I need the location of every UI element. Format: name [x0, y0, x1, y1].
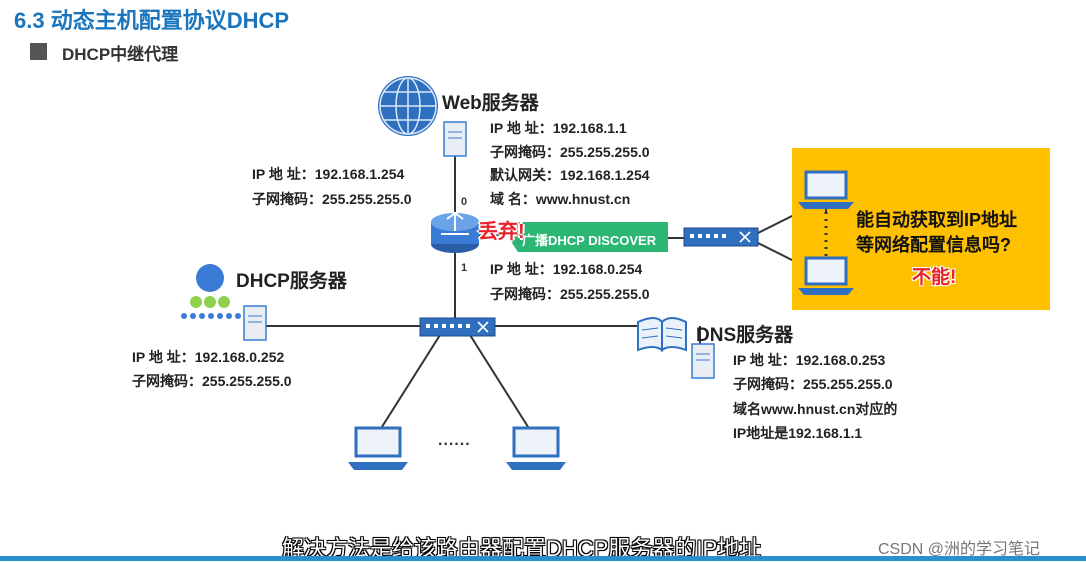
- dns-record-line2: IP地址是192.168.1.1: [733, 425, 863, 441]
- bottom-bar: [0, 556, 1086, 561]
- dhcp-server-mask: 子网掩码：255.255.255.0: [132, 373, 292, 389]
- question-line-1: 能自动获取到IP地址: [856, 210, 1018, 230]
- link-switch-pc2: [469, 334, 531, 431]
- router-if0-mask: 子网掩码：255.255.255.0: [252, 191, 412, 207]
- router-port-0: 0: [461, 196, 468, 208]
- laptop-icon: [348, 426, 408, 470]
- web-server-icon: [443, 121, 467, 157]
- web-server-name: Web服务器: [442, 93, 539, 114]
- dns-server-ip: IP 地 址：192.168.0.253: [733, 352, 886, 368]
- globe-icon: [378, 76, 438, 136]
- web-server-mask: 子网掩码：255.255.255.0: [490, 144, 650, 160]
- laptop-icon: [798, 170, 854, 209]
- dns-server-icon: [691, 343, 715, 379]
- page-title: 6.3 动态主机配置协议DHCP: [14, 8, 290, 33]
- router-if1-ip: IP 地 址：192.168.0.254: [490, 261, 643, 277]
- broadcast-label: 广播DHCP DISCOVER: [522, 233, 657, 248]
- laptop-icon: [798, 256, 854, 295]
- dns-server-name: DNS服务器: [696, 325, 794, 346]
- router-if0-ip: IP 地 址：192.168.1.254: [252, 166, 405, 182]
- laptop-icon: [506, 426, 566, 470]
- broadcast-arrow-icon: [508, 222, 668, 252]
- dns-book-icon: [637, 317, 687, 352]
- web-server-domain: 域 名：www.hnust.cn: [490, 191, 631, 207]
- router-port-1: 1: [461, 262, 468, 274]
- web-server-ip: IP 地 址：192.168.1.1: [490, 120, 627, 136]
- remote-switch-icon: [683, 227, 759, 247]
- square-bullet-icon: [30, 43, 47, 60]
- router-if1-mask: 子网掩码：255.255.255.0: [490, 286, 650, 302]
- dhcp-server-name: DHCP服务器: [236, 271, 347, 292]
- dhcp-server-ip: IP 地 址：192.168.0.252: [132, 349, 285, 365]
- watermark: CSDN @洲的学习笔记: [878, 541, 1041, 558]
- answer-label: 不能!: [912, 267, 957, 288]
- question-line-2: 等网络配置信息吗?: [856, 235, 1011, 255]
- router-icon: [431, 211, 479, 253]
- dns-record-line1: 域名www.hnust.cn对应的: [733, 401, 898, 417]
- web-server-gateway: 默认网关：192.168.1.254: [490, 167, 650, 183]
- central-switch-icon: [419, 317, 496, 337]
- section-title: DHCP中继代理: [62, 45, 179, 64]
- link-switch-pc1: [379, 334, 441, 431]
- more-hosts-ellipsis: ......: [438, 432, 471, 449]
- dns-server-mask: 子网掩码：255.255.255.0: [733, 376, 893, 392]
- discard-label: 丢弃!: [478, 221, 525, 243]
- dhcp-server-icon: [181, 264, 267, 341]
